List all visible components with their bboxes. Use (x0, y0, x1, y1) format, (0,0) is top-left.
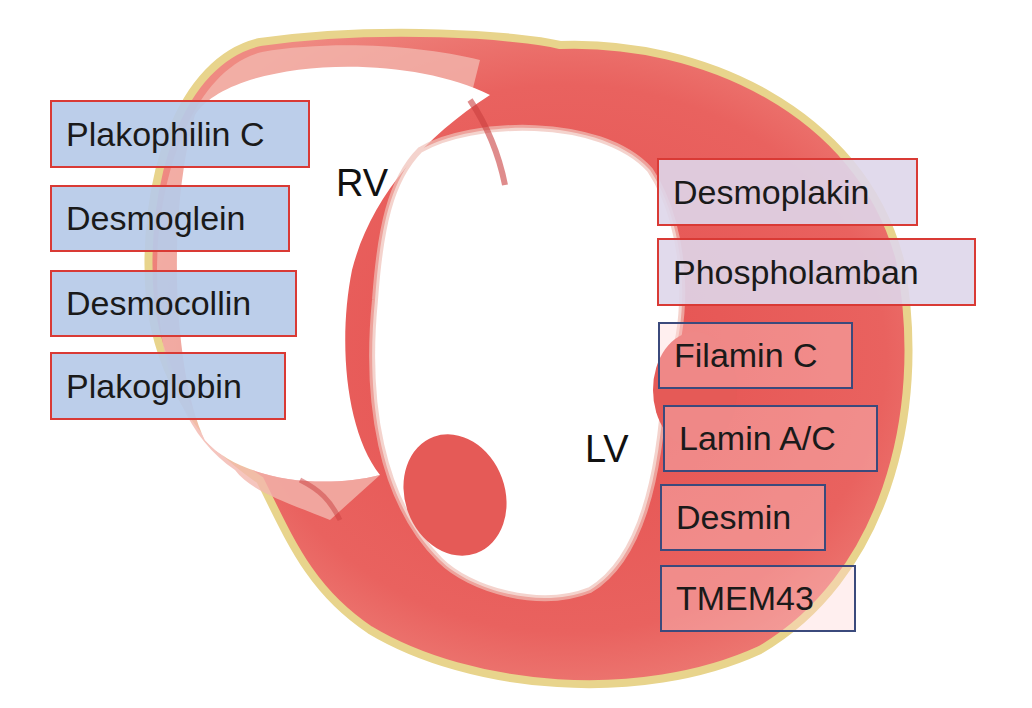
gene-label-box: TMEM43 (660, 565, 856, 632)
gene-label-box: Desmoglein (50, 185, 290, 252)
gene-name: TMEM43 (676, 579, 814, 618)
chamber-label: LV (585, 428, 629, 471)
septum-junction (470, 100, 505, 185)
gene-name: Plakoglobin (66, 367, 242, 406)
gene-label-box: Phospholamban (657, 238, 976, 306)
gene-name: Desmocollin (66, 284, 251, 323)
gene-name: Phospholamban (673, 253, 919, 292)
gene-name: Lamin A/C (679, 419, 836, 458)
gene-label-box: Desmin (660, 484, 826, 551)
gene-label-box: Lamin A/C (663, 405, 878, 472)
gene-name: Plakophilin C (66, 115, 264, 154)
gene-name: Filamin C (674, 336, 818, 375)
gene-name: Desmin (676, 498, 791, 537)
papillary-muscle (387, 420, 523, 571)
gene-label-box: Plakoglobin (50, 352, 286, 420)
gene-label-box: Filamin C (658, 322, 853, 389)
chamber-label: RV (336, 162, 388, 205)
lv-cavity (372, 128, 682, 598)
septum-junction (300, 480, 340, 520)
gene-label-box: Desmoplakin (657, 158, 918, 226)
gene-name: Desmoglein (66, 199, 246, 238)
gene-name: Desmoplakin (673, 173, 870, 212)
lv-endocardium (372, 128, 682, 598)
gene-label-box: Plakophilin C (50, 100, 310, 168)
gene-label-box: Desmocollin (50, 270, 297, 337)
